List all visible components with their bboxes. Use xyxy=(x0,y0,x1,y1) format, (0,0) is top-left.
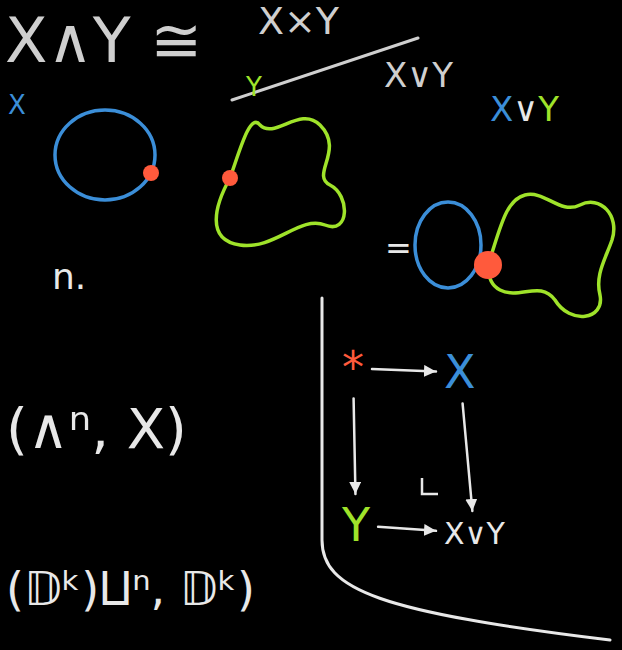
morphism-arrow xyxy=(372,369,436,371)
pushout-corner xyxy=(422,478,438,494)
wedge-point xyxy=(474,251,502,279)
circle-x xyxy=(55,110,155,200)
diagram-object: X∨Y xyxy=(440,515,509,552)
formula: (∧ⁿ, X) xyxy=(6,400,187,459)
morphism-arrow xyxy=(378,527,436,531)
object-label: X∨Y xyxy=(444,517,505,550)
blob-y xyxy=(488,194,614,316)
diagram-object: Y xyxy=(338,498,374,553)
space-label: X xyxy=(8,92,26,119)
object-label: * xyxy=(342,344,364,392)
numerator: X×Y xyxy=(258,2,339,42)
equals-sign: = xyxy=(385,232,412,266)
formula-lhs: X∧Y ≅ xyxy=(5,8,202,73)
basepoint xyxy=(143,165,159,181)
glyph: Y xyxy=(538,89,559,129)
note: n. xyxy=(52,258,86,296)
glyph: ∨ xyxy=(513,89,538,129)
glyph: X xyxy=(490,89,513,129)
circle-x xyxy=(415,202,481,288)
denominator: X∨Y xyxy=(384,58,453,94)
separator-curve xyxy=(322,298,610,640)
basepoint xyxy=(222,170,238,186)
morphism-arrow xyxy=(354,398,356,494)
formula: (𝔻ᵏ)⨿ⁿ, 𝔻ᵏ) xyxy=(6,565,255,613)
object-label: Y xyxy=(342,500,370,551)
diagram-object: X xyxy=(440,345,480,400)
morphism-arrow xyxy=(463,404,473,511)
blob-y xyxy=(216,119,344,246)
diagram-object: * xyxy=(338,342,368,394)
object-label: X xyxy=(444,347,476,398)
wedge-label: X∨Y xyxy=(490,92,559,128)
space-label: Y xyxy=(246,74,262,101)
